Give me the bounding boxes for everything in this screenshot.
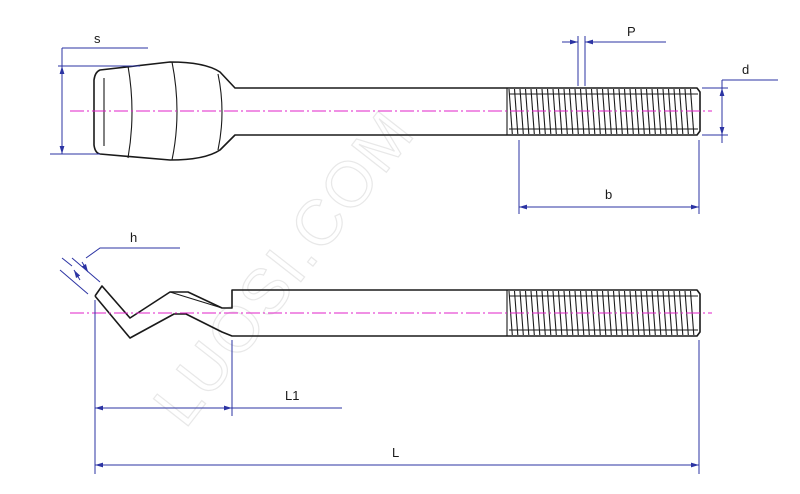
top-view-bolt — [70, 61, 712, 161]
label-h: h — [130, 230, 137, 245]
thread-outline-side — [507, 289, 701, 337]
head-facet-3 — [217, 73, 223, 151]
dimension-p: P — [562, 24, 666, 86]
dimension-b: b — [518, 140, 700, 214]
label-l: L — [392, 445, 399, 460]
watermark-text: LUOSI.COM — [139, 97, 428, 439]
head-facet-1 — [127, 65, 133, 159]
dimension-d: d — [702, 62, 778, 143]
dimension-s: s — [50, 31, 148, 155]
thread-outline-top — [507, 87, 701, 136]
label-l1: L1 — [285, 388, 299, 403]
side-view-bolt — [70, 285, 712, 339]
dimension-l: L — [95, 340, 700, 474]
label-b: b — [605, 187, 612, 202]
dimension-l1: L1 — [94, 300, 342, 474]
dimension-h: h — [59, 230, 180, 295]
label-p: P — [627, 24, 636, 39]
head-outline-top — [93, 61, 507, 161]
label-d: d — [742, 62, 749, 77]
label-s: s — [94, 31, 101, 46]
